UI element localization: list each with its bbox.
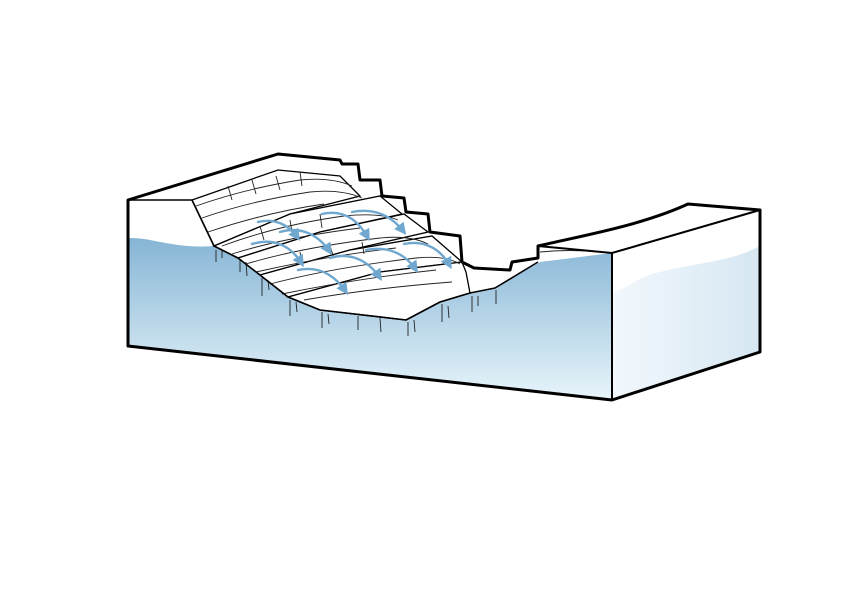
flow-arrow	[350, 209, 407, 235]
crack-line	[255, 247, 397, 273]
crack-line	[201, 190, 363, 219]
flow-arrow	[256, 219, 301, 241]
front-face	[128, 200, 612, 400]
drip-line	[407, 304, 450, 336]
flow-arrows	[250, 209, 452, 295]
block-side-top-edge	[537, 209, 761, 255]
crack-line	[227, 171, 303, 201]
crack-line	[207, 203, 325, 233]
flow-arrow	[296, 267, 348, 295]
flow-arrow	[320, 211, 370, 242]
flow-arrow	[402, 241, 452, 270]
front-surface-band	[128, 200, 214, 247]
drip-line	[261, 278, 298, 316]
front-crevasse-drips	[215, 250, 497, 336]
flow-arrow	[250, 240, 304, 268]
crack-line	[195, 178, 353, 207]
drip-line	[215, 250, 248, 277]
drip-line	[321, 312, 382, 333]
flow-arrow	[364, 247, 418, 273]
drip-line	[471, 290, 497, 312]
flow-arrow	[328, 254, 382, 281]
side-face-top-band	[612, 210, 760, 292]
crack-line	[221, 214, 399, 247]
flow-arrow	[278, 228, 332, 255]
crack-line	[303, 281, 453, 301]
front-face-edge	[128, 199, 539, 321]
